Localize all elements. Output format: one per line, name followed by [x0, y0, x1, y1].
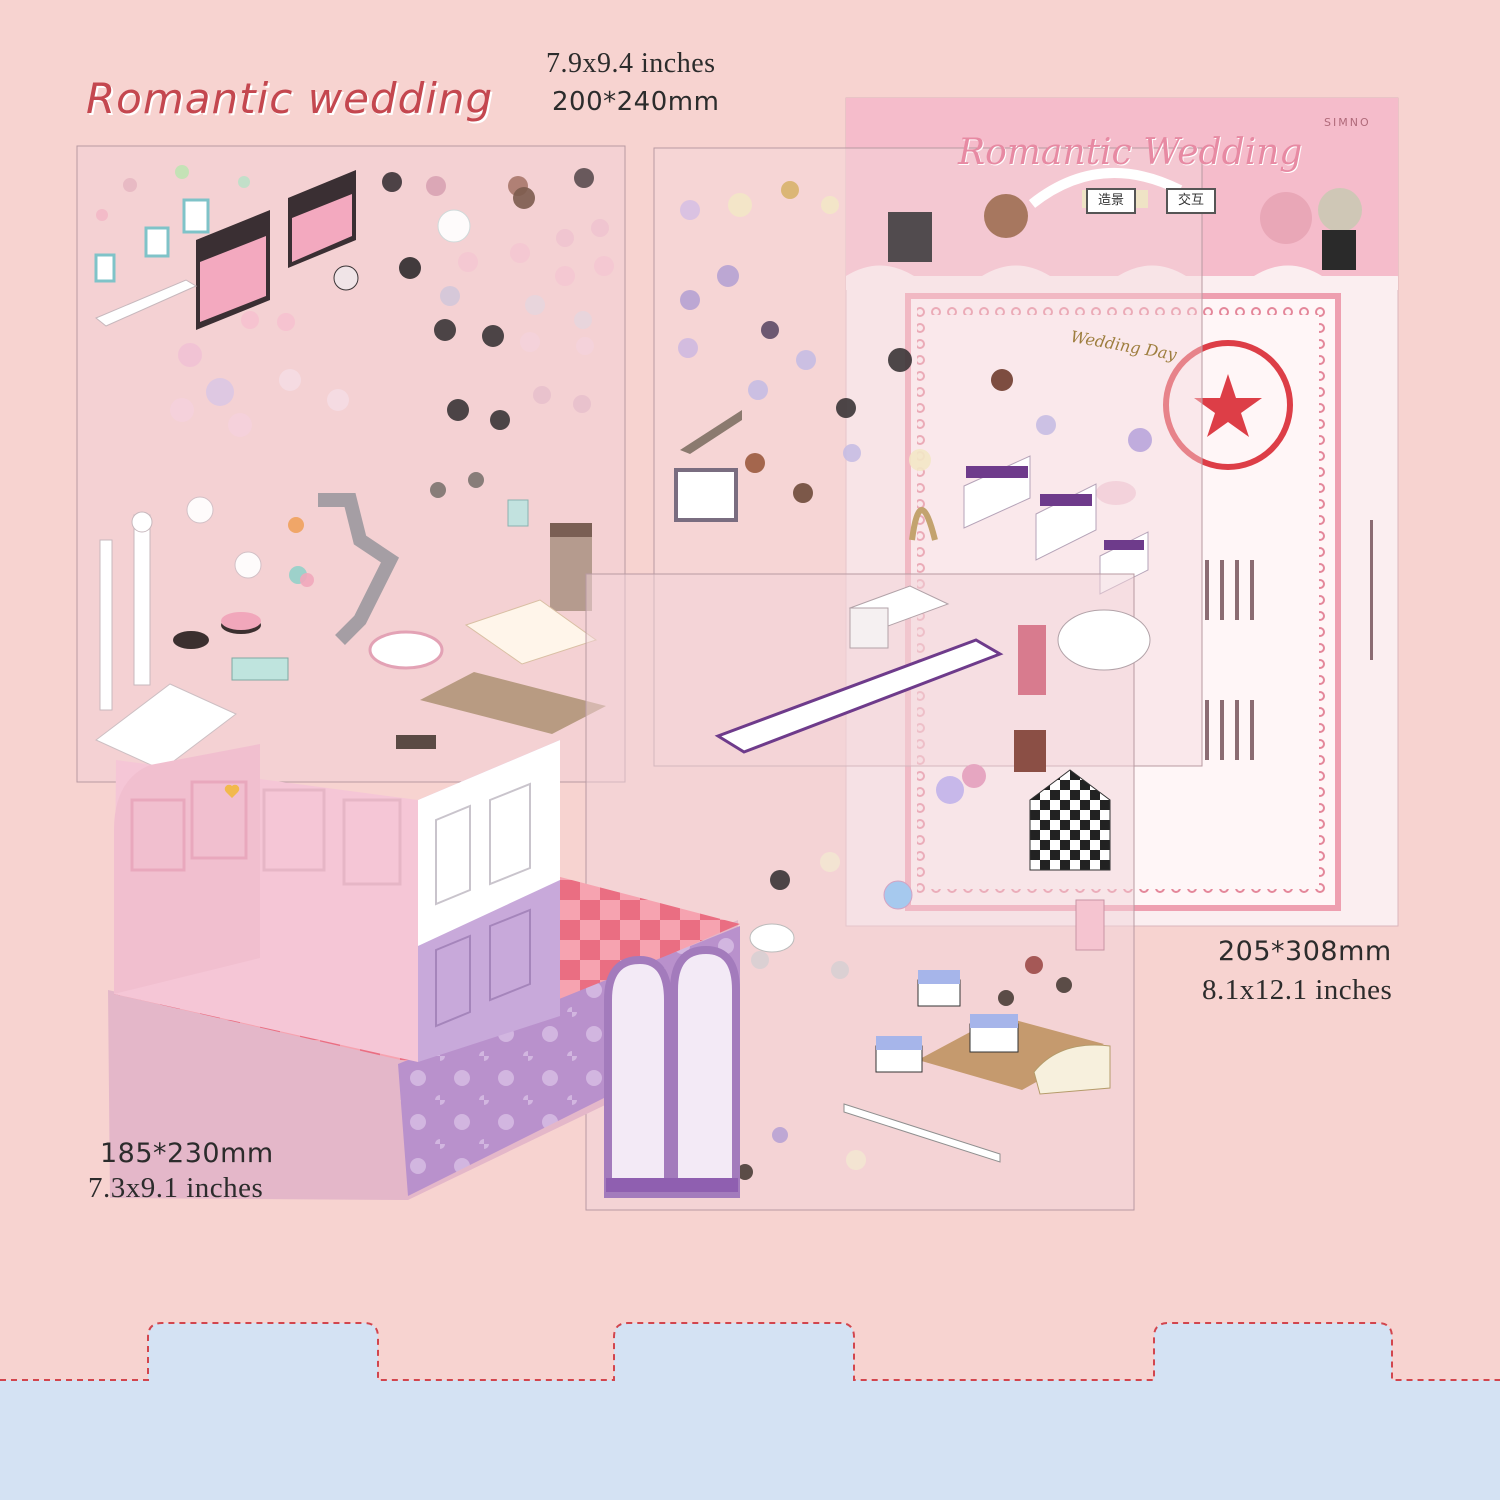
sheet-b-size-mm: 205*308mm	[1218, 936, 1392, 967]
package-title: Romantic Wedding	[958, 132, 1303, 173]
room-diorama	[108, 740, 740, 1200]
product-title: Romantic wedding	[86, 74, 494, 123]
sheet-c-size-mm: 185*230mm	[100, 1138, 274, 1169]
sheet-b-size-inches: 8.1x12.1 inches	[1202, 974, 1393, 1006]
sticker-sheet-a	[76, 145, 626, 783]
package-tag-right: 交互	[1166, 188, 1216, 214]
package-header-illustration	[888, 168, 1362, 270]
sheet-a-size-mm: 200*240mm	[552, 87, 720, 117]
sheet-a-size-inches: 7.9x9.4 inches	[546, 48, 716, 79]
sheet-c-size-inches: 7.3x9.1 inches	[88, 1172, 264, 1204]
package-brand: SIMNO	[1324, 116, 1371, 129]
bottom-tabs-decoration	[0, 1322, 1500, 1500]
package-tag-left: 造景	[1086, 188, 1136, 214]
